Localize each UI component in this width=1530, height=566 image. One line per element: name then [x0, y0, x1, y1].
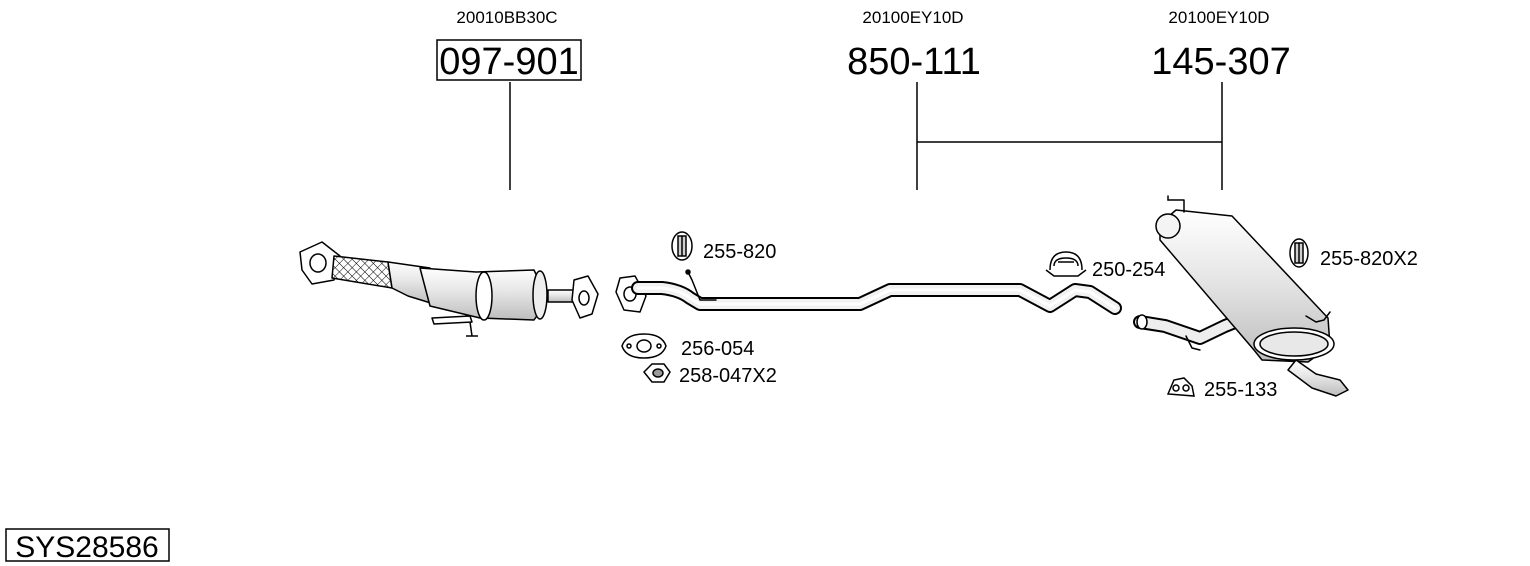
- hex-nut-icon: [642, 363, 671, 383]
- oem-number: 20100EY10D: [1168, 8, 1269, 27]
- part-number: 097-901: [439, 41, 578, 83]
- rear-silencer-drawing: [1133, 195, 1349, 397]
- accessory-number-250-254: 250-254: [1092, 259, 1165, 281]
- part-number: 145-307: [1151, 41, 1290, 83]
- accessory-number-255-820X2: 255-820X2: [1320, 248, 1418, 270]
- accessory-number-255-820: 255-820: [703, 241, 776, 263]
- system-code-label: SYS28586: [5, 528, 170, 564]
- part-label-catalytic-converter: 20010BB30C 097-901: [436, 8, 582, 190]
- accessory-number-256-054: 256-054: [681, 338, 754, 360]
- accessory-number-258-047X2: 258-047X2: [679, 365, 777, 387]
- part-number-box: [436, 39, 582, 81]
- system-code-box: [5, 528, 170, 562]
- catalytic-converter-drawing: [299, 241, 599, 337]
- part-label-center-pipe: 20100EY10D 850-111: [847, 8, 981, 190]
- oem-number: 20100EY10D: [862, 8, 963, 27]
- flange-gasket-icon: [621, 333, 667, 359]
- oem-number: 20010BB30C: [456, 8, 557, 27]
- part-number: 850-111: [847, 41, 981, 83]
- rubber-mount-icon: [671, 231, 693, 261]
- rubber-mount-icon: [1289, 238, 1309, 268]
- part-label-rear-silencer: 20100EY10D 145-307: [1151, 8, 1291, 190]
- accessory-number-255-133: 255-133: [1204, 379, 1277, 401]
- clamp-icon: [1045, 251, 1087, 277]
- rubber-hanger-icon: [1166, 377, 1195, 397]
- system-code: SYS28586: [15, 531, 158, 564]
- center-pipe-drawing: [615, 269, 1122, 315]
